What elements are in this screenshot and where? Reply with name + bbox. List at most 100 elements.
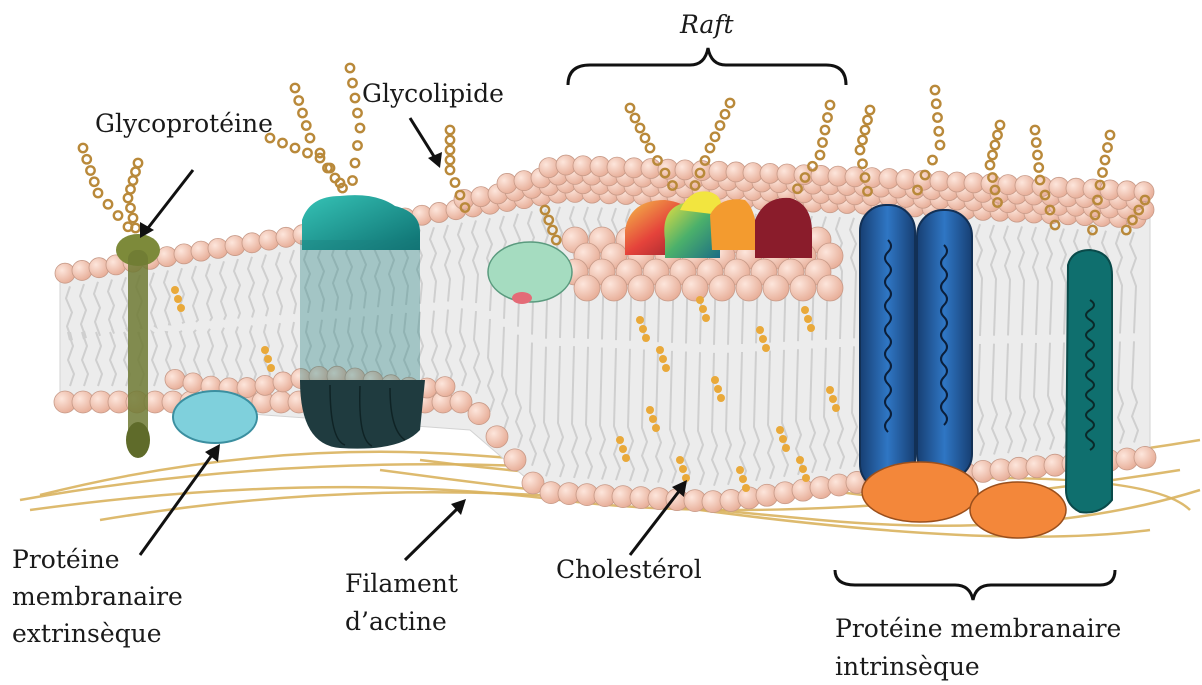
sugar-unit [83, 155, 91, 163]
sugar-unit [124, 194, 132, 202]
extrinsic-label-line3: extrinsèque [12, 619, 162, 648]
sugar-unit [646, 144, 654, 152]
sugar-unit [90, 178, 98, 186]
lipid-head [435, 377, 455, 397]
sugar-unit [278, 139, 286, 147]
cholesterol [264, 355, 272, 363]
lipid-head [655, 275, 681, 301]
lipid-head [273, 372, 293, 392]
actin-label-line1: Filament [345, 569, 458, 598]
cholesterol [616, 436, 624, 444]
sugar-unit [131, 168, 139, 176]
sugar-unit [295, 96, 303, 104]
extrinsic-label-line1: Protéine [12, 545, 120, 574]
sugar-unit [933, 113, 941, 121]
sugar-unit [348, 79, 356, 87]
cholesterol [639, 325, 647, 333]
intrinsic-label-line2: intrinsèque [835, 652, 980, 681]
lipid-head [628, 275, 654, 301]
lipid-head [183, 373, 203, 393]
cholesterol [796, 456, 804, 464]
cholesterol [807, 324, 815, 332]
sugar-unit [1098, 168, 1106, 176]
sugar-unit [126, 204, 134, 212]
lipid-head [709, 275, 735, 301]
cholesterol [801, 306, 809, 314]
sugar-unit [298, 109, 306, 117]
sugar-unit [126, 185, 134, 193]
sugar-unit [1035, 163, 1043, 171]
cholesterol [829, 395, 837, 403]
lipid-head [817, 275, 843, 301]
cholesterol [826, 386, 834, 394]
cholesterol [714, 385, 722, 393]
sugar-unit [129, 176, 137, 184]
sugar-unit [988, 151, 996, 159]
sugar-unit [1103, 143, 1111, 151]
sugar-unit [1031, 126, 1039, 134]
sugar-unit [863, 116, 871, 124]
lipid-head [790, 275, 816, 301]
lipid-head [237, 378, 257, 398]
cholesterol [267, 364, 275, 372]
sugar-unit [711, 133, 719, 141]
sugar-unit [346, 64, 354, 72]
sugar-unit [641, 134, 649, 142]
sugar-unit [451, 178, 459, 186]
actin-arrow [405, 508, 458, 560]
cholesterol [711, 376, 719, 384]
cholesterol [261, 346, 269, 354]
sugar-unit [446, 136, 454, 144]
lipid-head [165, 369, 185, 389]
raft-label: Raft [679, 10, 735, 39]
channel-protein [300, 195, 425, 449]
cholesterol [662, 364, 670, 372]
sugar-unit [356, 124, 364, 132]
sugar-unit [1032, 138, 1040, 146]
lipid-head [504, 449, 526, 471]
sugar-unit [818, 138, 826, 146]
sugar-unit [129, 214, 137, 222]
sugar-unit [291, 84, 299, 92]
cholesterol [762, 344, 770, 352]
sugar-unit [302, 121, 310, 129]
sugar-unit [79, 144, 87, 152]
sugar-unit [446, 126, 454, 134]
lipid-head [468, 403, 490, 425]
sugar-unit [636, 124, 644, 132]
sugar-unit [351, 94, 359, 102]
sugar-unit [823, 113, 831, 121]
sugar-unit [1106, 131, 1114, 139]
sugar-unit [446, 156, 454, 164]
cholesterol-label: Cholestérol [556, 555, 702, 584]
intrinsic-bracket [835, 570, 1115, 600]
extrinsic-protein [173, 391, 257, 443]
cholesterol [756, 326, 764, 334]
sugar-unit [331, 174, 339, 182]
lipid-head [574, 275, 600, 301]
cholesterol [782, 444, 790, 452]
sugar-unit [446, 166, 454, 174]
cholesterol [717, 394, 725, 402]
cholesterol [642, 334, 650, 342]
lipid-head [486, 426, 508, 448]
cholesterol [636, 316, 644, 324]
sugar-unit [858, 160, 866, 168]
sugar-unit [826, 101, 834, 109]
sugar-unit [348, 176, 356, 184]
cholesterol [622, 454, 630, 462]
cholesterol [646, 406, 654, 414]
cholesterol [679, 465, 687, 473]
cholesterol [702, 314, 710, 322]
sugar-unit [996, 121, 1004, 129]
sugar-unit [104, 200, 112, 208]
sugar-unit [928, 156, 936, 164]
lipid-head [682, 275, 708, 301]
sugar-unit [351, 159, 359, 167]
lipid-head [763, 275, 789, 301]
sugar-unit [446, 146, 454, 154]
cholesterol [171, 286, 179, 294]
sugar-unit [821, 126, 829, 134]
sugar-unit [114, 211, 122, 219]
glycolipid-label: Glycolipide [362, 79, 504, 108]
